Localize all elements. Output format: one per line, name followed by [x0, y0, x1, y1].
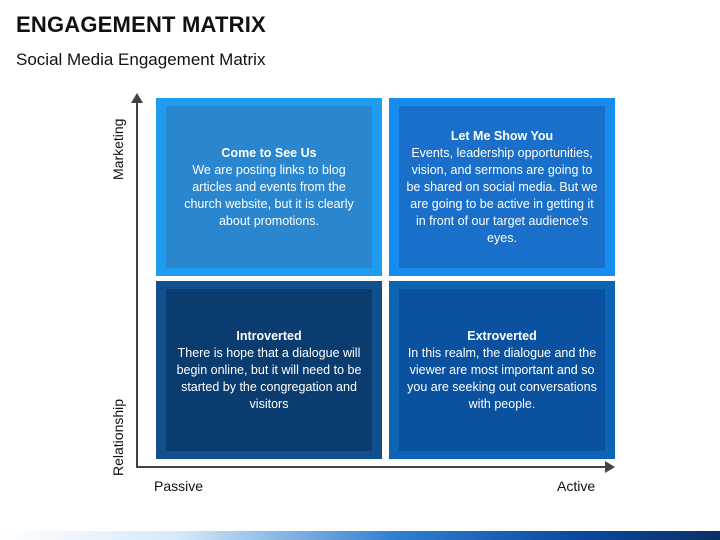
quadrant-title: Extroverted — [467, 328, 537, 343]
quadrant-body: There is hope that a dialogue will begin… — [176, 345, 362, 411]
page-title: ENGAGEMENT MATRIX — [16, 12, 266, 37]
x-axis-line — [136, 466, 606, 468]
footer-gradient-bar — [0, 531, 720, 540]
quadrant-bottom-right: Extroverted In this realm, the dialogue … — [389, 281, 615, 459]
x-axis-arrow-icon — [605, 461, 615, 473]
quadrant-top-left: Come to See Us We are posting links to b… — [156, 98, 382, 276]
quadrant-bottom-right-panel: Extroverted In this realm, the dialogue … — [399, 289, 605, 451]
x-axis-label-active: Active — [557, 478, 596, 494]
y-axis-arrow-icon — [131, 93, 143, 103]
quadrant-title: Let Me Show You — [450, 128, 554, 143]
quadrant-body: We are posting links to blog articles an… — [184, 162, 354, 228]
quadrant-bottom-left-panel: Introverted There is hope that a dialogu… — [166, 289, 372, 451]
y-axis-line — [136, 100, 138, 468]
quadrant-top-right: Let Me Show You Events, leadership oppor… — [389, 98, 615, 276]
x-axis-label-passive: Passive — [154, 478, 204, 494]
quadrant-body: Events, leadership opportunities, vision… — [406, 145, 598, 245]
quadrant-body: In this realm, the dialogue and the view… — [407, 345, 597, 411]
y-axis-label-relationship: Relationship — [110, 398, 126, 476]
page-subtitle: Social Media Engagement Matrix — [16, 50, 266, 69]
quadrant-top-right-panel: Let Me Show You Events, leadership oppor… — [399, 106, 605, 268]
quadrant-bottom-left: Introverted There is hope that a dialogu… — [156, 281, 382, 459]
y-axis-label-marketing: Marketing — [110, 118, 126, 180]
quadrant-title: Introverted — [236, 328, 302, 343]
quadrant-title: Come to See Us — [221, 145, 317, 160]
quadrant-top-left-panel: Come to See Us We are posting links to b… — [166, 106, 372, 268]
